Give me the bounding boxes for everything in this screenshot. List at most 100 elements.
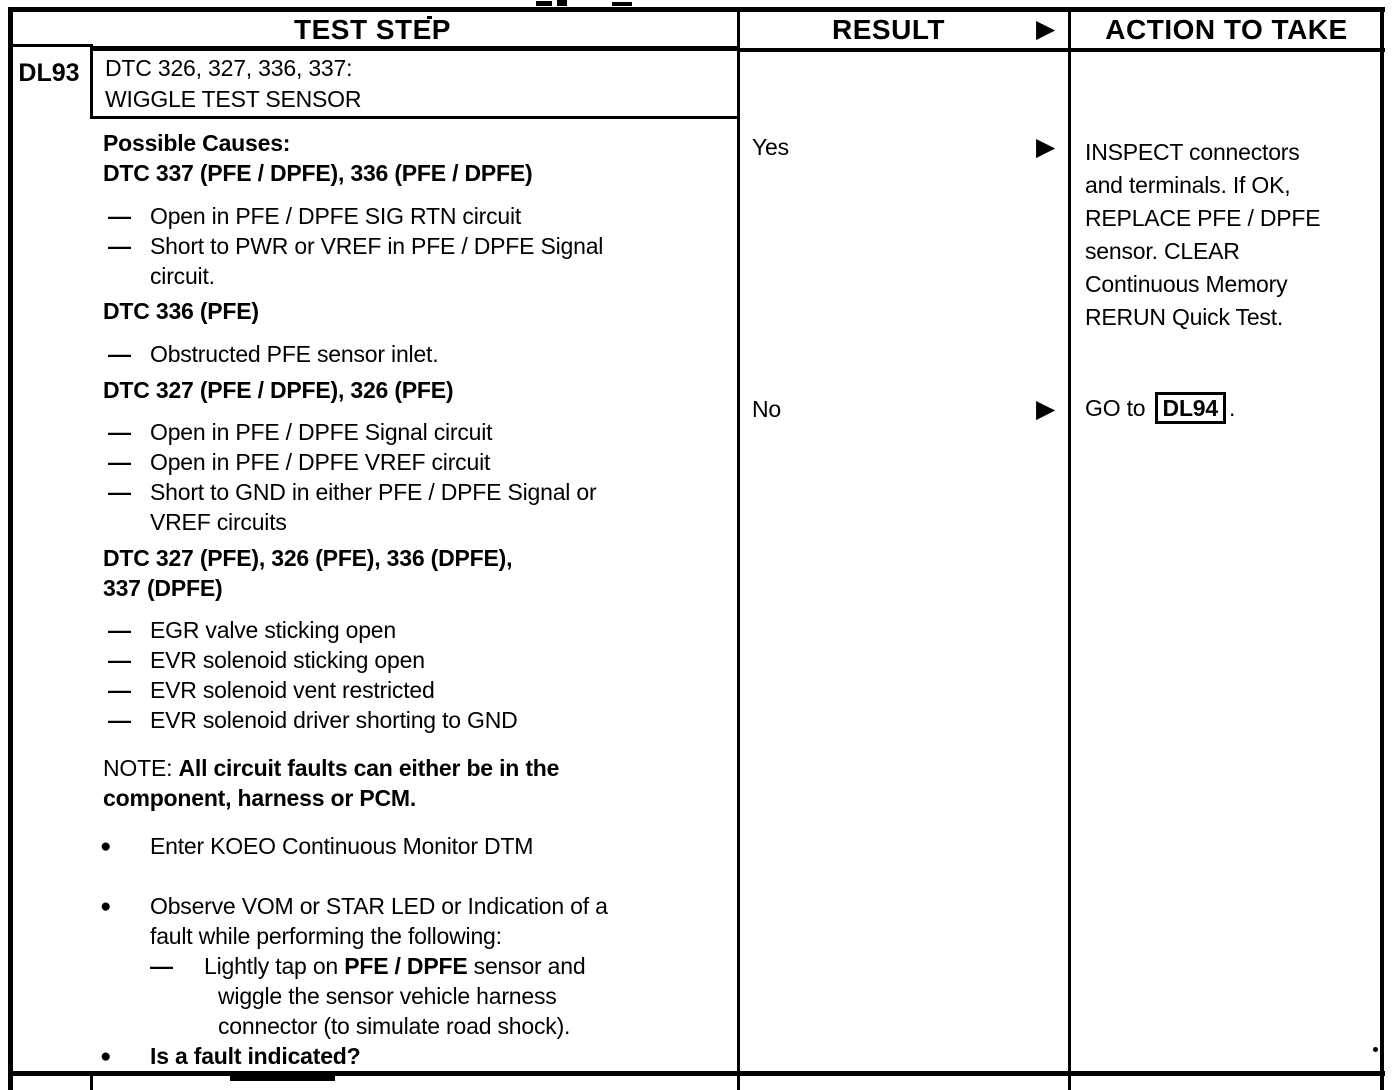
sub-dash-continuation: connector (to simulate road shock). [218, 1013, 571, 1039]
table-border-bottom [8, 1071, 1385, 1076]
result-no-arrow-icon: ▶ [1036, 394, 1056, 423]
bullet-item-question: ● Is a fault indicated? [100, 1041, 361, 1072]
cause-item-text: Short to PWR or VREF in PFE / DPFE Signa… [150, 233, 604, 259]
note-line-2: component, harness or PCM. [103, 785, 417, 811]
possible-causes-label: Possible Causes: [103, 130, 291, 156]
sub-dash-item: — Lightly tap on PFE / DPFE sensor and [150, 951, 586, 981]
sub-dash-continuation: wiggle the sensor vehicle harness [218, 983, 557, 1009]
cause-item: — EVR solenoid driver shorting to GND [108, 705, 518, 735]
action-text-line: Continuous Memory [1085, 271, 1288, 297]
next-row-border-stub [8, 1076, 13, 1090]
next-row-border-stub [1068, 1076, 1071, 1090]
cause-item: — Short to PWR or VREF in PFE / DPFE Sign… [108, 231, 603, 261]
scan-artifact [557, 0, 567, 6]
note-line-1: NOTE: All circuit faults can either be i… [103, 753, 559, 783]
scan-artifact [612, 2, 632, 6]
header-underline-left [8, 44, 93, 47]
step-title-line-1: DTC 326, 327, 336, 337: [105, 55, 353, 81]
action-text-line: REPLACE PFE / DPFE [1085, 205, 1321, 231]
cause-item-continuation: circuit. [150, 263, 215, 289]
cause-item: — Open in PFE / DPFE Signal circuit [108, 417, 493, 447]
column-header-result: RESULT [832, 14, 945, 45]
dash-icon: — [108, 677, 131, 703]
cause-item-text: Obstructed PFE sensor inlet. [150, 341, 439, 367]
cause-item: — EGR valve sticking open [108, 615, 396, 645]
bullet-item-text: Enter KOEO Continuous Monitor DTM [150, 833, 534, 859]
column-divider-result [737, 7, 740, 1076]
bullet-item: ● Observe VOM or STAR LED or Indication o… [100, 891, 608, 922]
sub-dash-text-bold: PFE / DPFE [344, 953, 468, 979]
dash-icon: — [108, 449, 131, 475]
sub-dash-text: sensor and [467, 953, 586, 979]
next-row-border-stub [1380, 1076, 1384, 1090]
cause-item-text: Open in PFE / DPFE Signal circuit [150, 419, 493, 445]
step-title-line-2: WIGGLE TEST SENSOR [105, 86, 362, 112]
result-yes-label: Yes [752, 134, 789, 160]
step-id: DL93 [18, 59, 80, 87]
cause-item-text: Open in PFE / DPFE SIG RTN circuit [150, 203, 522, 229]
dl94-reference-box: DL94 [1154, 392, 1226, 424]
cause-group3-heading: DTC 327 (PFE / DPFE), 326 (PFE) [103, 377, 454, 403]
column-header-action-to-take: ACTION TO TAKE [1105, 14, 1348, 45]
action-text-line: RERUN Quick Test. [1085, 304, 1284, 330]
table-border-top [8, 7, 1385, 12]
cause-item: — Open in PFE / DPFE VREF circuit [108, 447, 490, 477]
dash-icon: — [150, 953, 173, 979]
bullet-item-continuation: fault while performing the following: [150, 923, 502, 949]
question-text: Is a fault indicated? [150, 1043, 361, 1069]
table-border-right [1380, 7, 1384, 1076]
action-yes-text: INSPECT connectors and terminals. If OK,… [1085, 136, 1321, 334]
cause-item: — EVR solenoid sticking open [108, 645, 425, 675]
step-id-cell-divider [90, 46, 93, 119]
dash-icon: — [108, 617, 131, 643]
cause-item-text: EGR valve sticking open [150, 617, 396, 643]
cause-group1-heading: DTC 337 (PFE / DPFE), 336 (PFE / DPFE) [103, 160, 533, 186]
header-arrow-icon: ▶ [1036, 14, 1056, 43]
cause-item-continuation: VREF circuits [150, 509, 287, 535]
cause-item-text: EVR solenoid sticking open [150, 647, 425, 673]
go-suffix: . [1229, 395, 1236, 421]
action-text-line: INSPECT connectors [1085, 139, 1300, 165]
dash-icon: — [108, 479, 131, 505]
dash-icon: — [108, 419, 131, 445]
bullet-icon: ● [100, 836, 112, 857]
table-border-left [8, 7, 13, 1076]
dash-icon: — [108, 341, 131, 367]
scan-artifact [1373, 1047, 1378, 1052]
bullet-item-text: Observe VOM or STAR LED or Indication of… [150, 893, 608, 919]
dash-icon: — [108, 707, 131, 733]
bullet-icon: ● [100, 1046, 112, 1067]
sub-dash-text: Lightly tap on [204, 953, 345, 979]
dash-icon: — [108, 233, 131, 259]
scan-artifact [536, 1, 552, 6]
cause-item: — Short to GND in either PFE / DPFE Signa… [108, 477, 597, 507]
cause-item-text: EVR solenoid driver shorting to GND [150, 707, 518, 733]
scan-artifact [230, 1076, 335, 1081]
dash-icon: — [108, 203, 131, 229]
dash-icon: — [108, 647, 131, 673]
column-divider-action [1068, 7, 1071, 1076]
cause-item: —EVR solenoid vent restricted [108, 675, 435, 705]
header-underline-teststep [93, 46, 737, 51]
note-bold-text: All circuit faults can either be in the [178, 755, 560, 781]
result-no-label: No [752, 396, 782, 422]
cause-item: — Obstructed PFE sensor inlet. [108, 339, 439, 369]
cause-group2-heading: DTC 336 (PFE) [103, 298, 259, 324]
cause-item-text: Short to GND in either PFE / DPFE Signal… [150, 479, 597, 505]
header-underline-right [737, 48, 1385, 52]
cause-group4-heading-line-2: 337 (DPFE) [103, 575, 223, 601]
next-row-border-stub [737, 1076, 740, 1090]
action-text-line: and terminals. If OK, [1085, 172, 1291, 198]
column-header-test-step: TEST STEP [294, 14, 451, 45]
cause-item-text: Open in PFE / DPFE VREF circuit [150, 449, 491, 475]
action-go-reference: GO to DL94. [1085, 392, 1235, 424]
note-prefix: NOTE: [103, 755, 179, 781]
go-prefix: GO to [1085, 395, 1152, 421]
bullet-item: ● Enter KOEO Continuous Monitor DTM [100, 831, 533, 862]
cause-group4-heading-line-1: DTC 327 (PFE), 326 (PFE), 336 (DPFE), [103, 545, 513, 571]
next-row-border-stub [90, 1076, 93, 1090]
action-text-line: sensor. CLEAR [1085, 238, 1240, 264]
bullet-icon: ● [100, 896, 112, 917]
cause-item: — Open in PFE / DPFE SIG RTN circuit [108, 201, 521, 231]
